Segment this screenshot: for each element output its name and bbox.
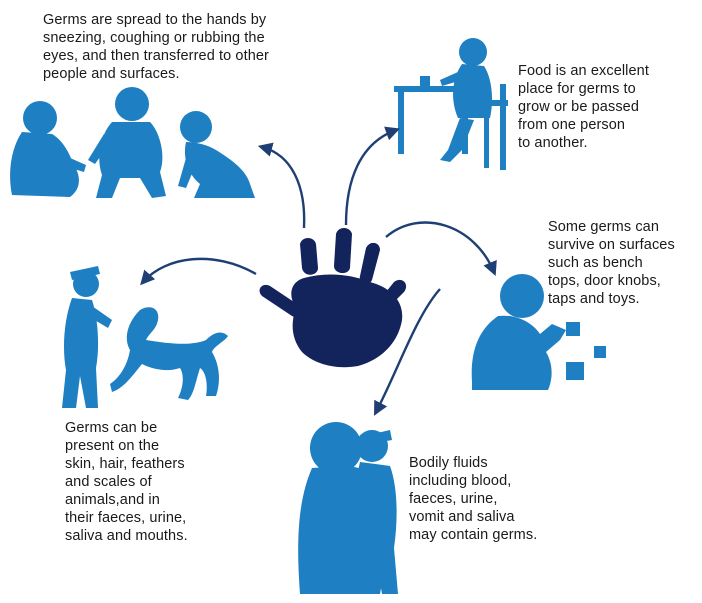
child-with-dog-silhouette	[62, 266, 228, 408]
caption-food: Food is an excellent place for germs to …	[518, 63, 649, 151]
arrow-to-children	[257, 142, 306, 229]
arrow-to-animals	[140, 257, 257, 286]
caption-surfaces: Some germs can survive on surfaces such …	[548, 219, 675, 307]
arrow-to-fluids	[373, 288, 441, 416]
arrow-to-food	[344, 126, 401, 226]
caption-fluids: Bodily fluids including blood, faeces, u…	[409, 455, 538, 543]
adult-hugging-child-silhouette	[298, 422, 398, 594]
children-playing-silhouette	[10, 87, 255, 198]
handprint-icon	[259, 228, 407, 368]
caption-hands: Germs are spread to the hands by sneezin…	[43, 12, 269, 82]
arrow-to-surfaces	[385, 221, 497, 276]
arrows	[140, 126, 497, 416]
caption-animals: Germs can be present on the skin, hair, …	[65, 420, 188, 544]
child-playing-blocks-silhouette	[471, 274, 606, 390]
child-eating-at-table-silhouette	[394, 38, 508, 170]
